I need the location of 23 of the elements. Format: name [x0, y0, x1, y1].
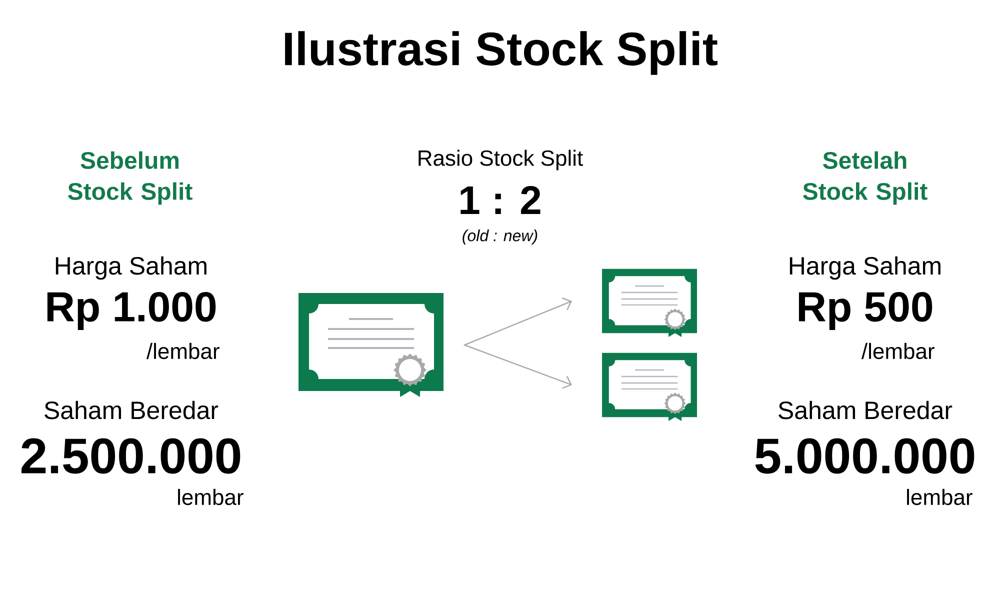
ratio-note: (old : new) [462, 230, 538, 244]
share-count: 5.000.000 [755, 438, 974, 474]
price-value: Rp 500 [798, 292, 932, 330]
certificate-picture [602, 268, 697, 338]
arrow [464, 344, 572, 389]
unit-label: lembar [907, 488, 972, 506]
field-label: Harga Saham [790, 256, 940, 280]
field-label: Saham Beredar [44, 400, 218, 420]
unit-label: /lembar [861, 342, 934, 360]
unit-label: lembar [178, 488, 244, 506]
price-value: Rp 1.000 [47, 292, 216, 330]
share-count: 2.500.000 [22, 438, 240, 474]
column-heading: Sebelum Stock Split [68, 151, 192, 205]
ratio-caption: Rasio Stock Split [418, 150, 583, 170]
field-label: Saham Beredar [778, 400, 952, 420]
field-label: Harga Saham [56, 256, 206, 280]
certificate-picture [298, 293, 444, 397]
arrow [464, 297, 572, 346]
ratio-value: 1 : 2 [460, 186, 540, 214]
unit-label: /lembar [146, 342, 220, 360]
column-heading: Setelah Stock Split [803, 151, 928, 205]
title: Ilustrasi Stock Split [285, 31, 718, 75]
certificate-picture [602, 352, 697, 422]
